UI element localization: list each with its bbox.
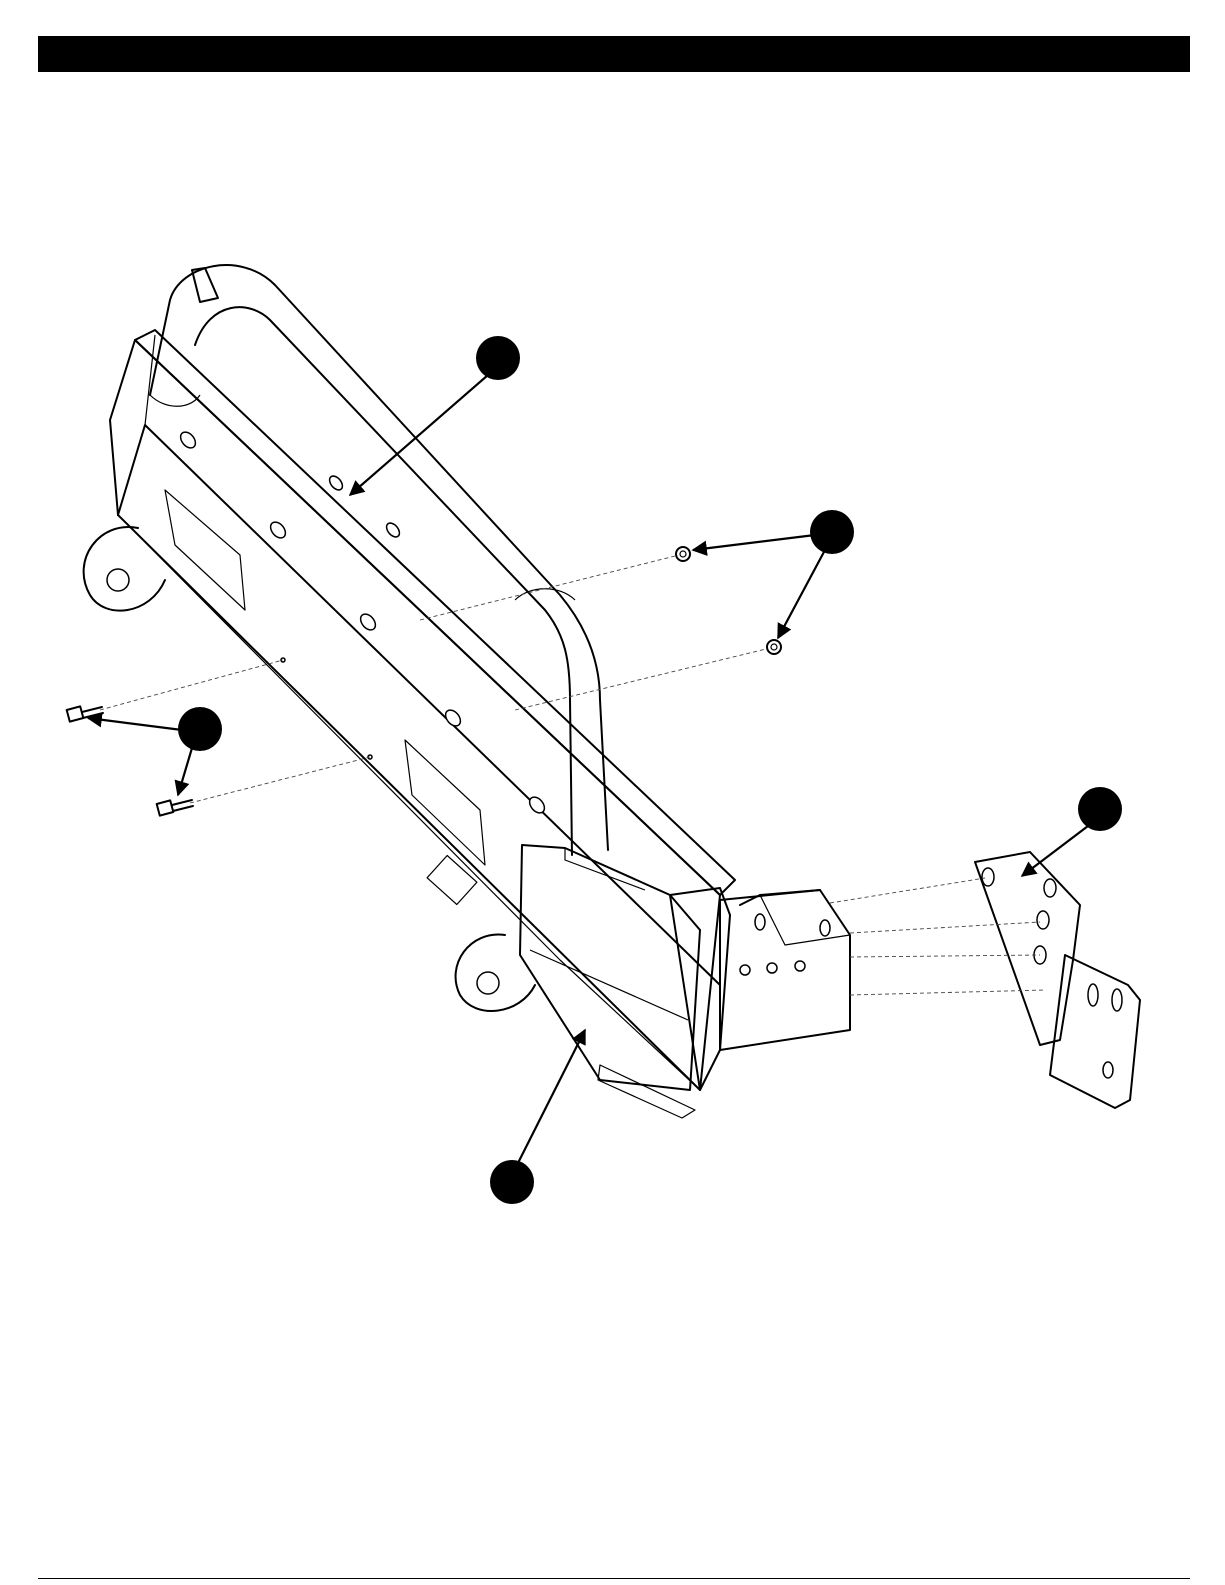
callout-5 xyxy=(490,1030,585,1204)
callout-4 xyxy=(1022,787,1122,876)
receiver-tube xyxy=(720,890,850,1050)
end-cap-plate xyxy=(520,845,730,1118)
flange-nut-upper xyxy=(676,547,690,561)
callout-3 xyxy=(88,707,222,795)
flange-nut-lower xyxy=(767,640,781,654)
callout-2 xyxy=(693,510,854,638)
mounting-bracket xyxy=(975,852,1140,1108)
assembly-lines xyxy=(100,556,1045,995)
bumper-hoop xyxy=(150,265,608,855)
callout-1 xyxy=(350,336,520,495)
flange-bolt-lower xyxy=(157,800,193,816)
footer-rule xyxy=(38,1578,1190,1579)
